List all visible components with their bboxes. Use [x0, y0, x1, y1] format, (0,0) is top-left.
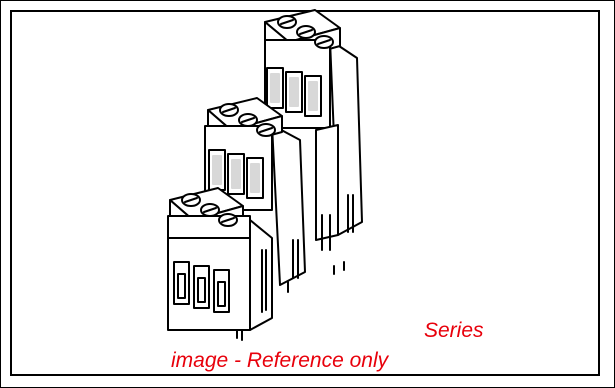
tier-middle	[204, 97, 306, 293]
screw-icon	[219, 103, 276, 137]
tier-bottom	[167, 187, 273, 341]
screw-icon	[181, 193, 238, 227]
screw-icon	[277, 15, 334, 49]
reference-caption: image - Reference only	[171, 349, 389, 372]
tier-top	[264, 9, 363, 275]
series-caption: Series	[424, 319, 484, 342]
